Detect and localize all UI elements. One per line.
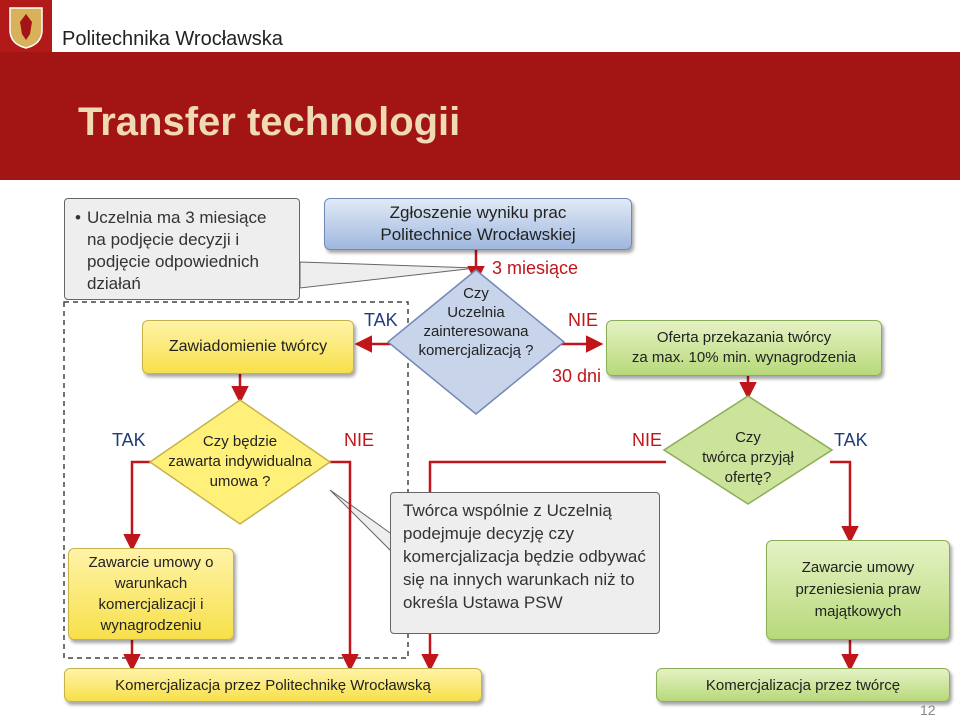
decision-oferta-line1: Czy [735,429,761,446]
title-band [0,52,960,180]
nie-label-1: NIE [568,310,599,330]
komercjalizacja-pw-text: Komercjalizacja przez Politechnikę Wrocł… [115,676,431,694]
decision-umowa-line1: Czy będzie [202,433,278,450]
slide-title: Transfer technologii [78,100,461,144]
decision-oferta-text: Czy twórca przyjął ofertę? [678,428,818,488]
decision-umowa-line3: umowa ? [209,473,271,490]
zawarcie-umowy-line3: komercjalizacji i [98,596,204,613]
decision-umowa-line2: zawarta indywidualna [168,453,312,470]
zawiadomienie-box: Zawiadomienie twórcy [142,320,354,374]
tak-label-1: TAK [364,310,398,330]
decision-diamond-umowa [148,399,332,525]
nie-label-3: NIE [632,430,663,450]
page-number: 12 [920,702,936,718]
zgloszenie-line2: Politechnice Wrocławskiej [380,225,576,244]
callout-individual-agreement: Twórca wspólnie z Uczelnią podejmuje dec… [390,492,660,634]
callout-middle-text: Twórca wspólnie z Uczelnią podejmuje dec… [403,501,646,612]
three-months-label: 3 miesiące [492,258,579,278]
zawarcie-umowy-line4: wynagrodzeniu [100,617,202,634]
callout-text: Uczelnia ma 3 miesiące na podjęcie decyz… [86,208,267,293]
komercjalizacja-pw-box: Komercjalizacja przez Politechnikę Wrocł… [64,668,482,702]
komercjalizacja-tworca-text: Komercjalizacja przez twórcę [705,676,901,694]
university-name: Politechnika Wrocławska [62,28,283,50]
przeniesienie-line3: majątkowych [814,603,902,620]
zawarcie-umowy-box: Zawarcie umowy o warunkach komercjalizac… [68,548,234,640]
oferta-line2: za max. 10% min. wynagrodzenia [631,349,857,366]
thirty-days-label: 30 dni [552,366,602,386]
decision-oferta-line3: ofertę? [724,469,772,486]
decision-diamond-uczelnia [386,269,566,415]
decision-uczelnia-line4: komercjalizacją ? [418,342,534,359]
decision-diamond-oferta [662,395,834,505]
decision-uczelnia-line2: Uczelnia [447,304,505,321]
przeniesienie-line2: przeniesienia praw [795,581,921,598]
oferta-line1: Oferta przekazania twórcy [656,329,832,346]
zawiadomienie-text: Zawiadomienie twórcy [168,338,328,355]
tak-label-2: TAK [112,430,146,450]
przeniesienie-line1: Zawarcie umowy [801,559,915,576]
decision-uczelnia-line3: zainteresowana [423,323,529,340]
top-bar [0,0,960,52]
oferta-box: Oferta przekazania twórcy za max. 10% mi… [606,320,882,376]
przeniesienie-praw-box: Zawarcie umowy przeniesienia praw majątk… [766,540,950,640]
zawarcie-umowy-line2: warunkach [114,575,188,592]
callout-bullet: • [75,208,81,227]
callout-three-months: • Uczelnia ma 3 miesiące na podjęcie dec… [64,198,300,300]
zgloszenie-box: Zgłoszenie wyniku prac Politechnice Wroc… [324,198,632,250]
zgloszenie-line1: Zgłoszenie wyniku prac [389,203,567,222]
nie-label-2: NIE [344,430,375,450]
university-logo [0,0,52,52]
decision-umowa-text: Czy będzie zawarta indywidualna umowa ? [150,432,330,492]
decision-uczelnia-line1: Czy [463,285,489,302]
decision-uczelnia-text: Czy Uczelnia zainteresowana komercjaliza… [400,284,552,360]
zawarcie-umowy-line1: Zawarcie umowy o [88,554,214,571]
decision-oferta-line2: twórca przyjął [702,449,794,466]
tak-label-3: TAK [834,430,868,450]
komercjalizacja-tworca-box: Komercjalizacja przez twórcę [656,668,950,702]
